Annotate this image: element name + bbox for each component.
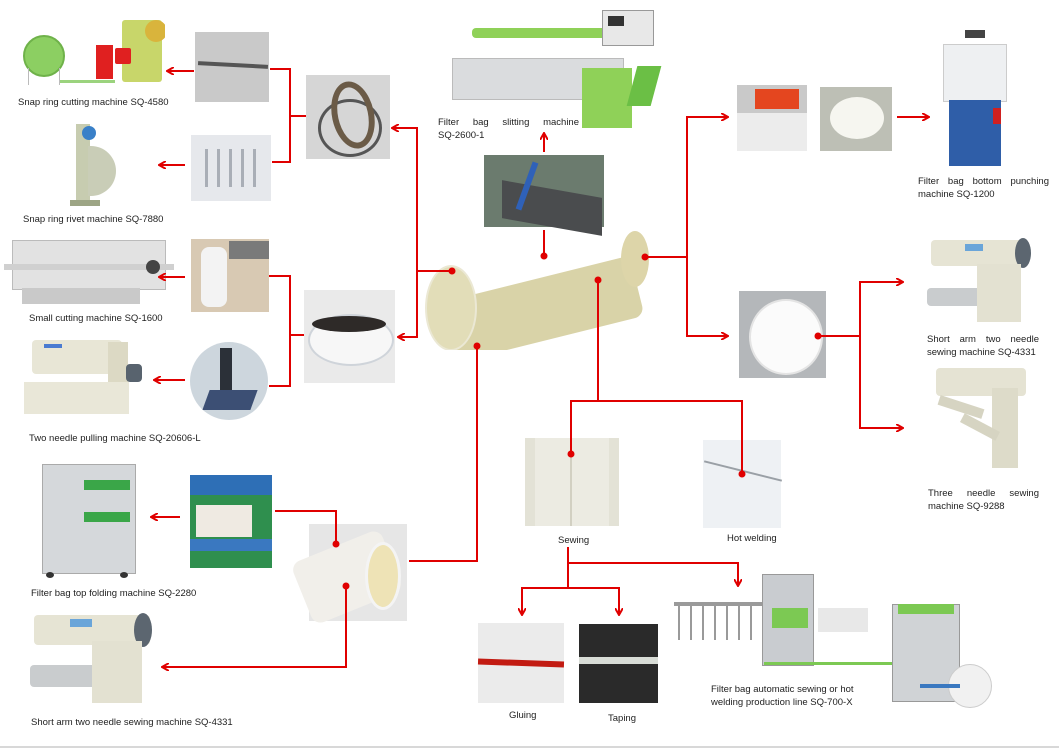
filter-bag-bottom-disc-photo [820,87,892,151]
connector-bag-to-top [409,346,478,562]
tape-rolls-photo [191,239,269,312]
connector-dot [332,540,340,548]
label-slitting-line2: SQ-2600-1 [438,130,485,141]
label-three-needle: Three needle sewing machine SQ-9288 [928,487,1039,513]
label-small-cutting: Small cutting machine SQ-1600 [29,313,163,324]
connector-top-folding [275,510,337,542]
connector-dot [540,252,548,260]
label-bottom-punching-line1: Filter bag bottom punching [918,176,1049,187]
connector-dot [738,470,746,478]
label-two-needle-pulling: Two needle pulling machine SQ-20606-L [29,433,201,444]
label-gluing: Gluing [509,710,537,721]
small-cutting-machine-image [4,236,174,308]
label-top-folding: Filter bag top folding machine SQ-2280 [31,588,197,599]
connector-tape-to-sewn-ring [269,275,291,387]
connector-sewing-to-hotline [568,562,738,585]
label-production-line-line1: Filter bag automatic sewing or hot [711,684,854,695]
connector-bag-right-lower [686,257,727,336]
arrow-to-taping [568,587,619,614]
needle-closeup-photo [190,342,268,420]
production-line-image [672,568,1017,713]
short-arm-sewing-machine-right-image [925,232,1035,327]
filter-bag-top-photo [290,524,407,626]
snap-ring-cutting-machine-image [20,10,165,85]
connector-bottom-to-three-needle [859,336,902,428]
two-needle-pulling-machine-image [14,330,144,422]
connector-bottom-to-machines [818,282,902,337]
connector-strip-to-ring [270,68,291,163]
label-slitting: Filter bag slitting machine SQ-2600-1 [438,116,579,142]
short-arm-sewing-machine-left-image [30,605,158,707]
connector-dot [594,276,602,284]
arrow-to-short-arm-left [163,586,347,667]
label-short-arm-right: Short arm two needle sewing machine SQ-4… [927,333,1039,359]
bottom-divider [0,746,1059,748]
connector-bag-right [645,117,727,258]
label-production-line: Filter bag automatic sewing or hot weldi… [711,683,881,709]
connector-dot [641,253,649,261]
label-snap-ring-rivet: Snap ring rivet machine SQ-7880 [23,214,164,225]
slitting-machine-image [452,6,662,146]
top-folding-process-photo [190,475,272,568]
bottom-punching-machine-image [935,30,1015,170]
connector-bag-left [393,128,452,272]
connector-dot [342,582,350,590]
label-production-line-line2: welding production line SQ-700-X [711,697,853,708]
bottom-cutting-photo [737,85,807,151]
label-short-arm-right-line1: Short arm two needle [927,334,1039,345]
slitting-process-photo [484,155,604,236]
three-needle-sewing-machine-image [930,362,1040,477]
connector-bag-to-seams [570,280,599,454]
connector-dot [814,332,822,340]
taping-photo [579,624,658,703]
label-sewing: Sewing [558,535,590,546]
connector-dot [567,450,575,458]
label-three-needle-line1: Three needle sewing [928,488,1039,499]
label-short-arm-left: Short arm two needle sewing machine SQ-4… [31,717,233,728]
connector-seams-hot-welding [598,400,743,474]
sewn-snap-ring-photo [304,290,395,383]
label-three-needle-line2: machine SQ-9288 [928,501,1005,512]
label-snap-ring-cutting: Snap ring cutting machine SQ-4580 [18,97,169,108]
connector-dot [473,342,481,350]
steel-strip-photo [195,32,269,102]
top-folding-machine-image [40,460,140,580]
label-hot-welding: Hot welding [727,533,777,544]
arrow-to-gluing [522,587,568,614]
label-bottom-punching: Filter bag bottom punching machine SQ-12… [918,175,1049,201]
label-slitting-line1: Filter bag slitting machine [438,117,579,128]
connector-dot [448,267,456,275]
connector-bag-left-lower [399,271,418,337]
snap-ring-rivet-machine-image [62,118,124,210]
filter-bag-bottom-photo [739,291,826,378]
label-taping: Taping [608,713,636,724]
label-bottom-punching-line2: machine SQ-1200 [918,189,995,200]
label-short-arm-right-line2: sewing machine SQ-4331 [927,347,1036,358]
rivets-photo [191,135,271,201]
gluing-photo [477,623,565,703]
snap-ring-photo [306,75,390,159]
